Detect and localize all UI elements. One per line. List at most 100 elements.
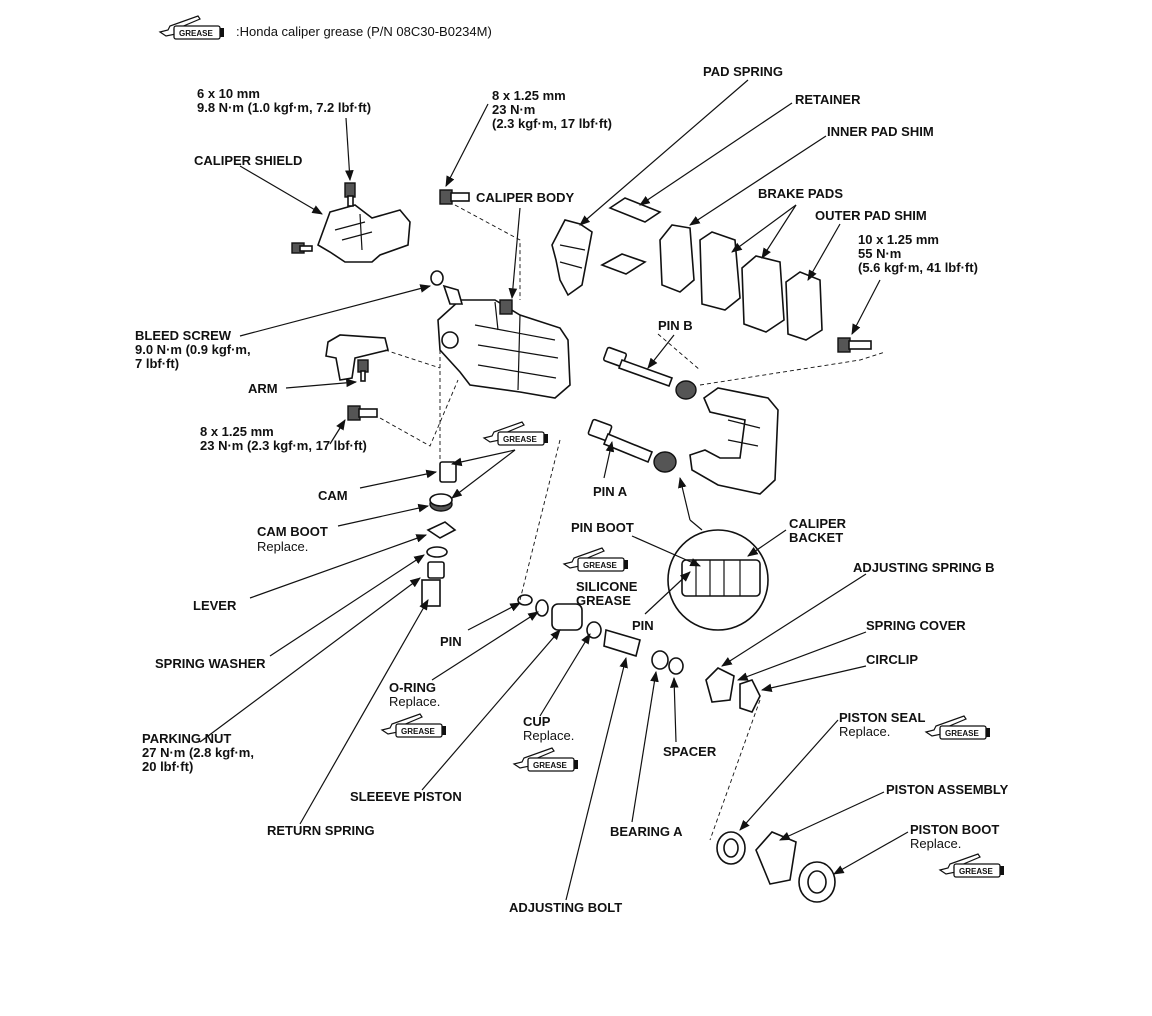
svg-text:23 N·m: 23 N·m (492, 102, 535, 117)
svg-text:8 x 1.25 mm: 8 x 1.25 mm (492, 88, 566, 103)
svg-text:CUP: CUP (523, 714, 551, 729)
svg-text:GREASE: GREASE (401, 727, 435, 736)
svg-text:CALIPER: CALIPER (789, 516, 847, 531)
svg-text:9.8 N·m (1.0 kgf·m, 7.2 lbf·ft: 9.8 N·m (1.0 kgf·m, 7.2 lbf·ft) (197, 100, 371, 115)
bleed-screw-part (430, 270, 464, 305)
label-cam-boot: CAM BOOT Replace. (257, 524, 328, 554)
label-pin-boot: PIN BOOT (571, 520, 634, 535)
label-circlip: CIRCLIP (866, 652, 918, 667)
label-sleeve-piston: SLEEEVE PISTON (350, 789, 462, 804)
assembly-lines (379, 204, 886, 841)
label-pin-b: PIN B (658, 318, 693, 333)
label-o-ring: O-RING Replace. (389, 680, 440, 709)
svg-text:GREASE: GREASE (959, 867, 993, 876)
svg-text:GREASE: GREASE (945, 729, 979, 738)
svg-text:BLEED SCREW: BLEED SCREW (135, 328, 232, 343)
svg-text:Replace.: Replace. (523, 728, 574, 743)
label-piston-boot: PISTON BOOT Replace. (910, 822, 999, 851)
grease-tag-piston-seal: GREASE (925, 715, 991, 740)
label-adjusting-bolt: ADJUSTING BOLT (509, 900, 622, 915)
svg-text:PARKING NUT: PARKING NUT (142, 731, 231, 746)
mid-bolt-part (347, 405, 378, 421)
pin-boot-detail-part (667, 529, 769, 631)
label-caliper-shield: CALIPER SHIELD (194, 153, 302, 168)
grease-legend: GREASE :Honda caliper grease (P/N 08C30-… (159, 15, 492, 40)
grease-tag-o-ring: GREASE (381, 713, 447, 738)
grease-tag-silicone: GREASE (563, 547, 629, 572)
svg-text:GREASE: GREASE (179, 29, 213, 38)
svg-text:CAM BOOT: CAM BOOT (257, 524, 328, 539)
label-arm: ARM (248, 381, 278, 396)
pin-a-part (587, 418, 677, 473)
label-parking-nut: PARKING NUT 27 N·m (2.8 kgf·m, 20 lbf·ft… (142, 731, 254, 774)
svg-text:10 x 1.25 mm: 10 x 1.25 mm (858, 232, 939, 247)
svg-text:(2.3 kgf·m, 17 lbf·ft): (2.3 kgf·m, 17 lbf·ft) (492, 116, 612, 131)
svg-text:6 x 10 mm: 6 x 10 mm (197, 86, 260, 101)
svg-text:GREASE: GREASE (533, 761, 567, 770)
label-outer-pad-shim: OUTER PAD SHIM (815, 208, 927, 223)
label-pin-detail: PIN (632, 618, 654, 633)
label-cam: CAM (318, 488, 348, 503)
svg-text:GREASE: GREASE (576, 593, 631, 608)
svg-text:(5.6 kgf·m, 41 lbf·ft): (5.6 kgf·m, 41 lbf·ft) (858, 260, 978, 275)
pin-b-part (602, 346, 697, 400)
svg-text:Replace.: Replace. (839, 724, 890, 739)
label-inner-pad-shim: INNER PAD SHIM (827, 124, 934, 139)
label-bolt-8x125-mid: 8 x 1.25 mm 23 N·m (2.3 kgf·m, 17 lbf·ft… (200, 424, 367, 453)
arm-part (325, 334, 389, 382)
cam-stack-part (421, 461, 457, 607)
label-bolt-10x125: 10 x 1.25 mm 55 N·m (5.6 kgf·m, 41 lbf·f… (858, 232, 978, 275)
svg-text:O-RING: O-RING (389, 680, 436, 695)
label-piston-assembly: PISTON ASSEMBLY (886, 782, 1009, 797)
svg-text:8 x 1.25 mm: 8 x 1.25 mm (200, 424, 274, 439)
top-bolt-part (439, 189, 470, 205)
legend-text: :Honda caliper grease (P/N 08C30-B0234M) (236, 24, 492, 39)
svg-text:55 N·m: 55 N·m (858, 246, 901, 261)
pad-spring-part (551, 197, 662, 297)
label-silicone-grease: SILICONE GREASE (576, 579, 638, 608)
label-bearing-a: BEARING A (610, 824, 683, 839)
svg-text:Replace.: Replace. (389, 694, 440, 709)
svg-text:9.0 N·m (0.9 kgf·m,: 9.0 N·m (0.9 kgf·m, (135, 342, 251, 357)
label-cup: CUP Replace. (523, 714, 574, 743)
svg-text:PISTON SEAL: PISTON SEAL (839, 710, 926, 725)
label-retainer: RETAINER (795, 92, 861, 107)
svg-text:BACKET: BACKET (789, 530, 843, 545)
svg-text:SILICONE: SILICONE (576, 579, 638, 594)
right-bolt-part (837, 337, 872, 353)
piston-part (716, 831, 836, 903)
label-brake-pads: BRAKE PADS (758, 186, 843, 201)
label-bolt-6x10: 6 x 10 mm 9.8 N·m (1.0 kgf·m, 7.2 lbf·ft… (197, 86, 371, 115)
brake-pad-set-part (659, 224, 823, 341)
caliper-bracket-part (689, 387, 779, 495)
leader-lines (199, 79, 909, 901)
label-piston-seal: PISTON SEAL Replace. (839, 710, 926, 739)
label-lever: LEVER (193, 598, 237, 613)
svg-text:20 lbf·ft): 20 lbf·ft) (142, 759, 193, 774)
svg-text:Replace.: Replace. (910, 836, 961, 851)
svg-text:GREASE: GREASE (583, 561, 617, 570)
svg-text:7 lbf·ft): 7 lbf·ft) (135, 356, 179, 371)
label-bolt-8x125-top: 8 x 1.25 mm 23 N·m (2.3 kgf·m, 17 lbf·ft… (492, 88, 612, 131)
label-caliper-body: CALIPER BODY (476, 190, 575, 205)
label-pad-spring: PAD SPRING (703, 64, 783, 79)
caliper-shield-part (291, 182, 411, 263)
label-pin: PIN (440, 634, 462, 649)
label-caliper-bracket: CALIPER BACKET (789, 516, 847, 545)
label-bleed-screw: BLEED SCREW 9.0 N·m (0.9 kgf·m, 7 lbf·ft… (135, 328, 251, 371)
svg-text:Replace.: Replace. (257, 539, 308, 554)
svg-text:PISTON BOOT: PISTON BOOT (910, 822, 999, 837)
label-spring-washer: SPRING WASHER (155, 656, 266, 671)
svg-text:27 N·m (2.8 kgf·m,: 27 N·m (2.8 kgf·m, (142, 745, 254, 760)
caliper-body-part (437, 299, 571, 399)
piston-internals-part (517, 594, 761, 713)
grease-tag-piston-boot: GREASE (939, 853, 1005, 878)
label-pin-a: PIN A (593, 484, 628, 499)
label-spacer: SPACER (663, 744, 717, 759)
label-return-spring: RETURN SPRING (267, 823, 375, 838)
svg-text:23 N·m (2.3 kgf·m, 17 lbf·ft): 23 N·m (2.3 kgf·m, 17 lbf·ft) (200, 438, 367, 453)
grease-tag-cup: GREASE (513, 747, 579, 772)
label-spring-cover: SPRING COVER (866, 618, 966, 633)
label-adjusting-spring-b: ADJUSTING SPRING B (853, 560, 995, 575)
